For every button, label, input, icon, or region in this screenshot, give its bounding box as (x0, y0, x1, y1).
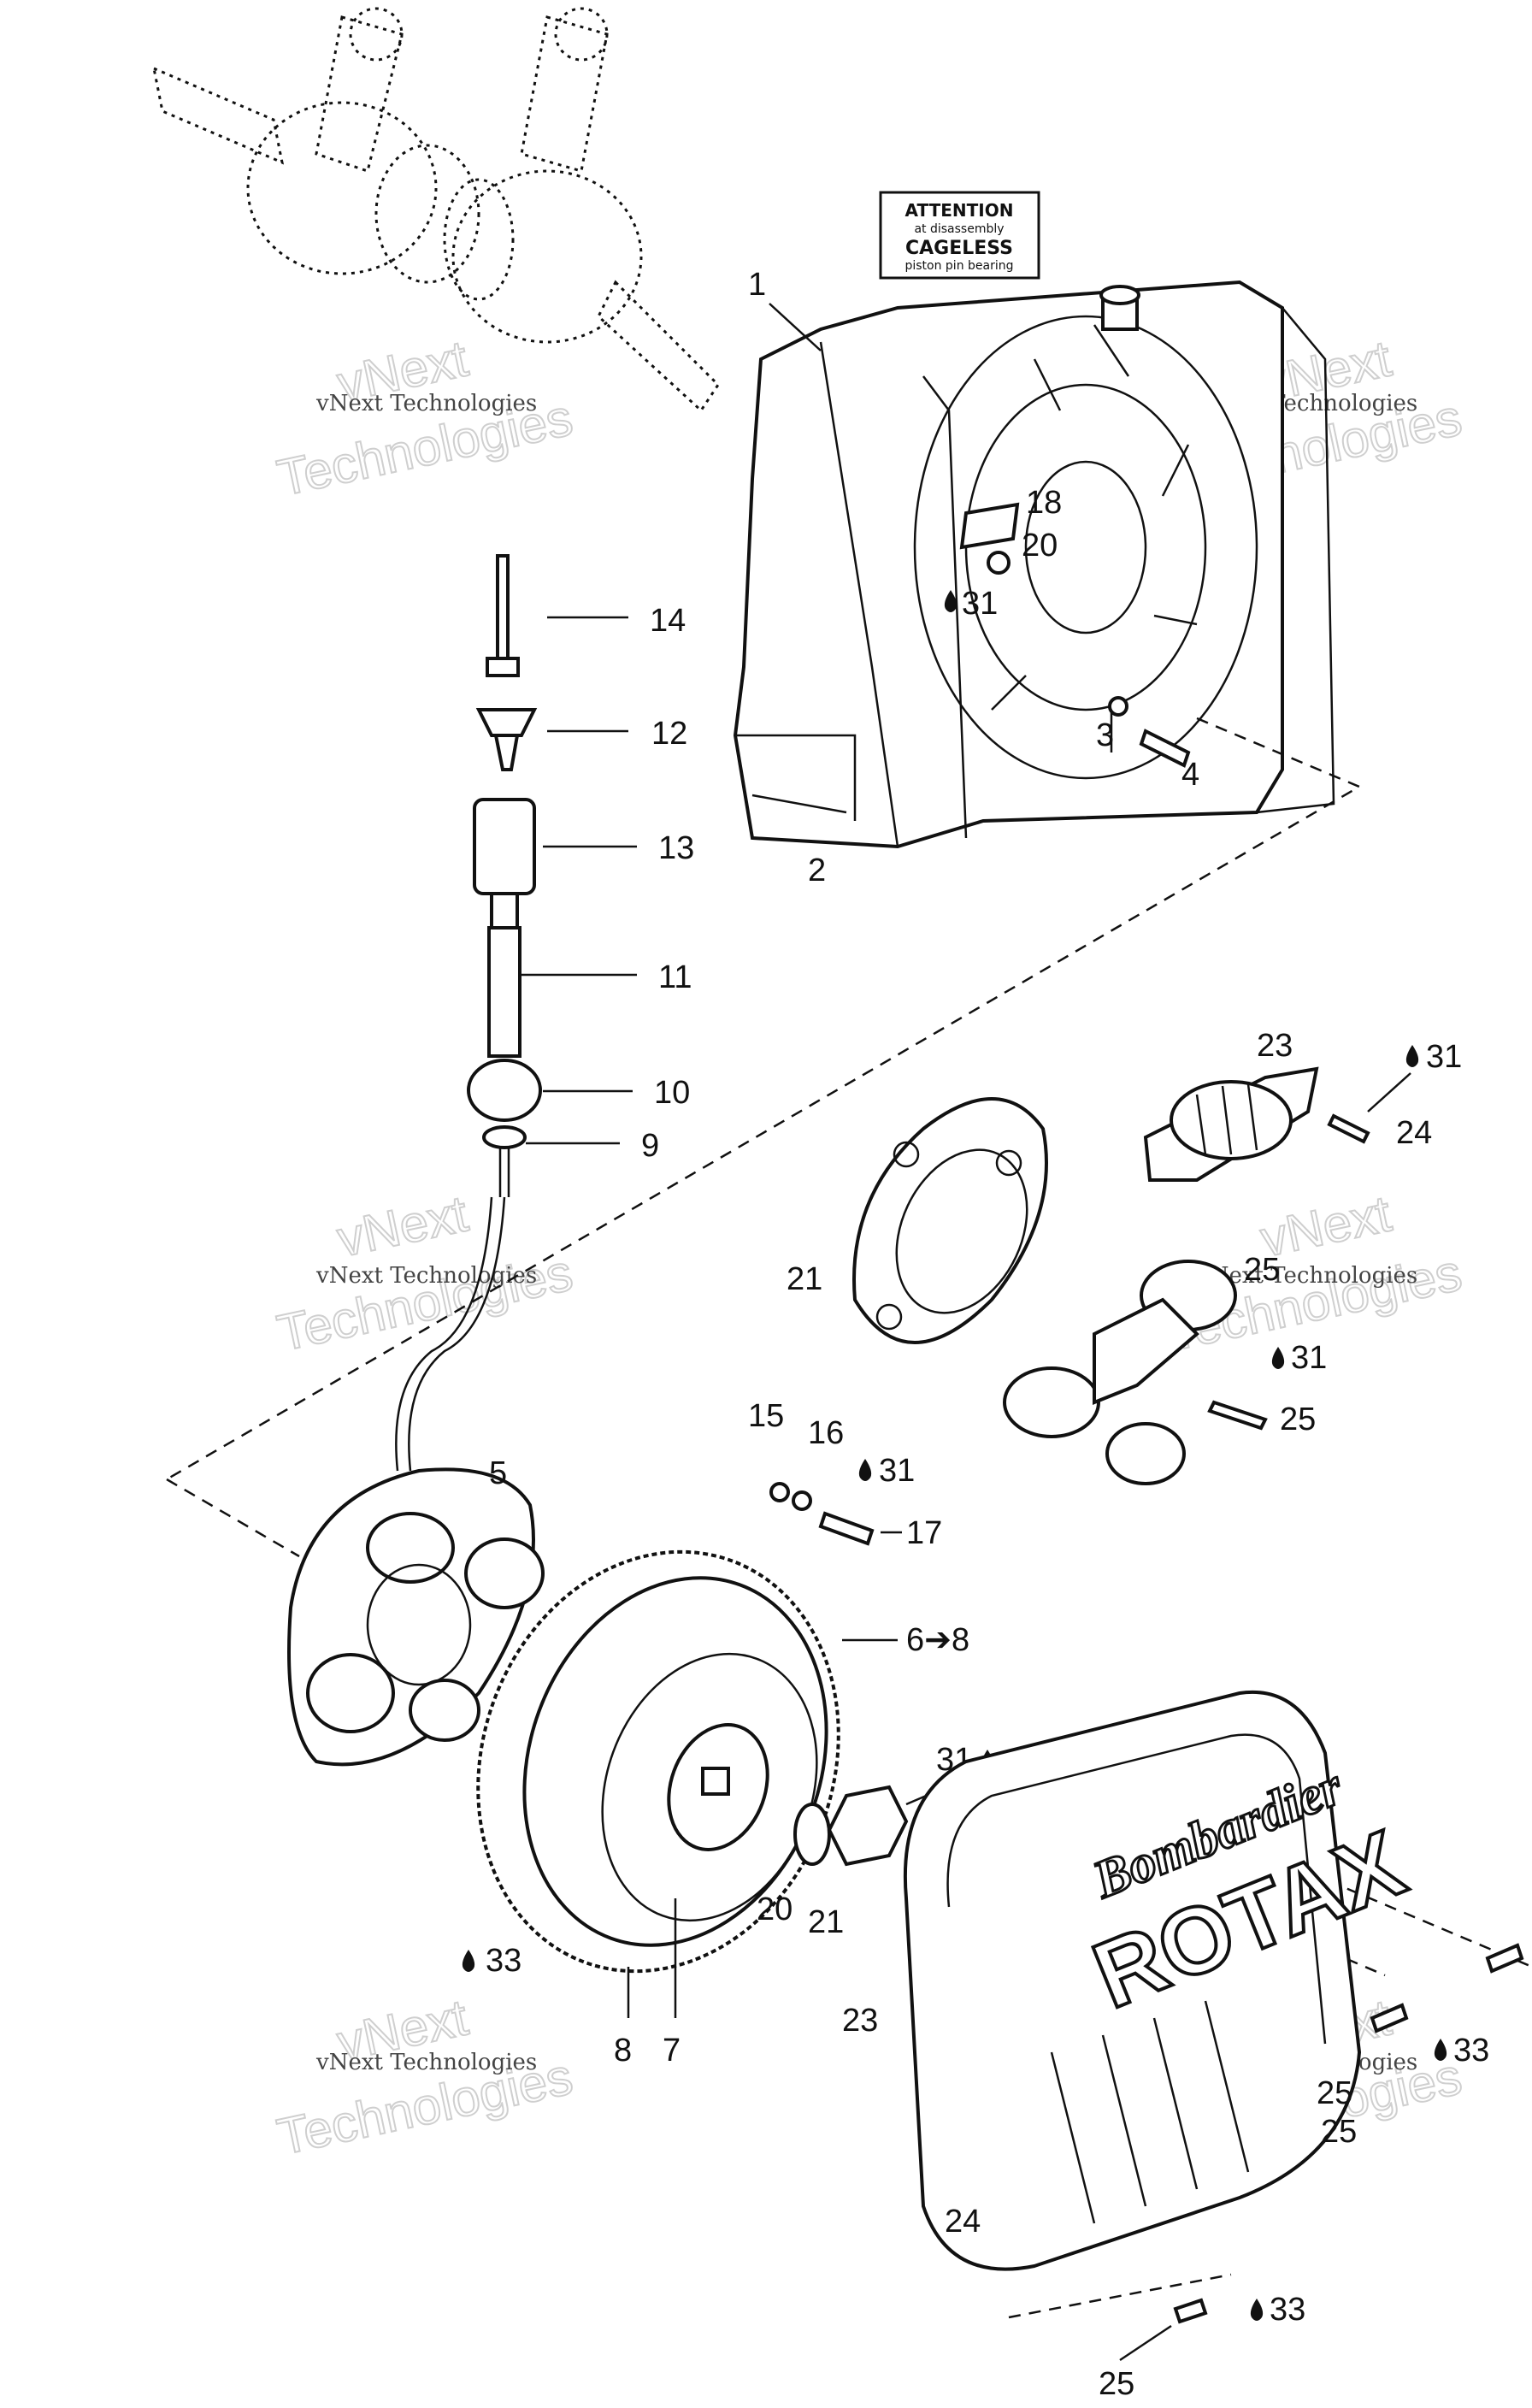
stator (287, 1467, 545, 1767)
ignition-coil-pair (1003, 1260, 1268, 1485)
callout-25-upper: 25 (1317, 2075, 1352, 2111)
callout-31-flywheel: 31 (879, 1453, 915, 1489)
callout-29: 25 (1244, 1252, 1280, 1288)
attention-decal: ATTENTION at disassembly CAGELESS piston… (879, 191, 1040, 280)
callout-9: 9 (641, 1128, 659, 1164)
callout-20-lower: 20 (757, 1892, 793, 1927)
magneto-cover: Bombardier ROTAX (903, 1690, 1419, 2271)
callout-2: 2 (808, 853, 826, 888)
washer (793, 1803, 831, 1866)
drop-icon (1250, 2299, 1264, 2321)
svg-text:at disassembly: at disassembly (914, 222, 1004, 236)
flywheel-ring-gear (476, 1549, 840, 1974)
drop-icon (858, 1459, 872, 1481)
sensor-stack (395, 554, 542, 1472)
callout-27: 23 (1257, 1028, 1293, 1064)
watermark-mid-left: vNext Technologies vNext Technologies (272, 1183, 579, 1362)
callout-7: 7 (663, 2033, 681, 2069)
callout-30: 25 (1280, 1402, 1316, 1437)
callout-10: 10 (654, 1075, 690, 1111)
svg-text:vNext Technologies: vNext Technologies (315, 391, 537, 416)
nut (827, 1785, 909, 1867)
watermark-bottom-left: vNext Technologies vNext Technologies (272, 1987, 579, 2166)
callout-15: 15 (748, 1398, 784, 1434)
callout-18: 18 (1026, 485, 1062, 521)
crankshaft-reference (151, 7, 720, 413)
callout-33-lower: 33 (1270, 2292, 1305, 2328)
starter-drive (1143, 1066, 1370, 1182)
callout-23: 23 (842, 2003, 878, 2039)
svg-text:vNext Technologies: vNext Technologies (315, 1263, 537, 1289)
callout-32: 33 (486, 1943, 521, 1979)
drop-icon (944, 590, 958, 612)
drop-icon (1271, 1347, 1285, 1369)
callout-28: 24 (1396, 1115, 1432, 1151)
svg-text:piston pin bearing: piston pin bearing (904, 259, 1013, 273)
callout-25-lower: 25 (1099, 2366, 1134, 2402)
callout-33-upper: 33 (1453, 2033, 1489, 2069)
callout-14: 14 (650, 603, 686, 639)
callout-8: 8 (614, 2033, 632, 2069)
drop-icon (1405, 1045, 1419, 1067)
callout-6-8: 6➔8 (906, 1622, 969, 1658)
callout-13: 13 (658, 830, 694, 866)
callout-17: 17 (906, 1515, 942, 1551)
callout-24: 24 (945, 2204, 981, 2240)
watermark-top-left: vNext Technologies vNext Technologies (272, 328, 579, 507)
callout-5: 5 (489, 1455, 507, 1491)
svg-text:vNext: vNext (333, 1184, 473, 1267)
callout-26: 21 (787, 1261, 822, 1297)
callout-4: 4 (1181, 757, 1199, 793)
callout-11: 11 (658, 959, 692, 995)
svg-text:Technologies: Technologies (273, 1243, 578, 1361)
callout-16: 16 (808, 1415, 844, 1451)
callout-3: 3 (1096, 717, 1114, 753)
callout-31-coil: 31 (1291, 1340, 1327, 1376)
callout-31-housing: 31 (962, 586, 998, 622)
magneto-housing (733, 280, 1335, 849)
callout-21: 21 (808, 1904, 844, 1940)
drop-icon (1434, 2039, 1447, 2061)
callout-12: 12 (651, 716, 687, 752)
svg-text:CAGELESS: CAGELESS (905, 238, 1013, 259)
callout-31-starter: 31 (1426, 1039, 1462, 1075)
svg-text:vNext Technologies: vNext Technologies (315, 2050, 537, 2075)
callout-20-upper: 20 (1022, 528, 1058, 564)
svg-text:ATTENTION: ATTENTION (905, 200, 1014, 221)
callout-25-middle: 25 (1321, 2114, 1357, 2150)
callout-1: 1 (748, 267, 766, 303)
trigger-plate (852, 1097, 1048, 1344)
drop-icon (462, 1950, 475, 1972)
